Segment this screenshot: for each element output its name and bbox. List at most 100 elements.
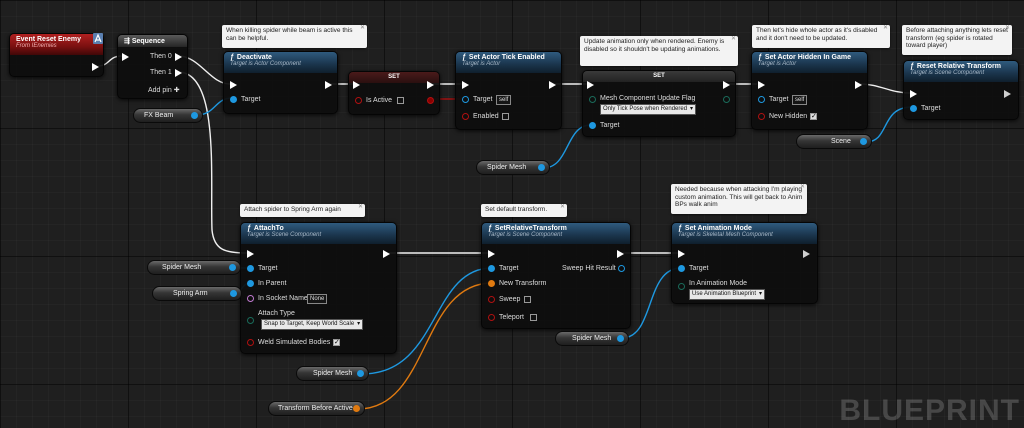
close-icon[interactable]: ✕ [359, 25, 365, 31]
exec-in-pin[interactable] [678, 250, 685, 258]
close-icon[interactable]: ✕ [357, 204, 363, 210]
exec-in-pin[interactable] [353, 81, 360, 89]
spider-mesh-pin[interactable] [617, 335, 624, 342]
then0-pin[interactable] [175, 53, 182, 61]
close-icon[interactable]: ✕ [799, 184, 805, 190]
spider-mesh-pin[interactable] [538, 164, 545, 171]
teleport-checkbox[interactable] [530, 314, 537, 321]
spider-mesh-variable[interactable]: Spider Mesh [147, 260, 241, 275]
is-active-pin[interactable] [355, 97, 362, 104]
in-parent-pin[interactable] [247, 280, 254, 287]
anim-mode-dropdown[interactable]: Use Animation Blueprint [689, 289, 766, 300]
set-is-active-node[interactable]: SET Is Active [348, 71, 440, 115]
target-pin[interactable] [758, 96, 765, 103]
attach-type-dropdown[interactable]: Snap to Target, Keep World Scale [261, 319, 364, 330]
event-reset-enemy-node[interactable]: Event Reset Enemy From IEnemies [9, 33, 104, 77]
then1-pin[interactable] [175, 69, 182, 77]
exec-out-pin[interactable] [427, 81, 434, 89]
new-hidden-checkbox[interactable] [810, 112, 817, 120]
spider-mesh-variable[interactable]: Spider Mesh [476, 160, 550, 175]
hidden-comment[interactable]: Then let's hide whole actor as it's disa… [752, 25, 890, 48]
anim-mode-pin[interactable] [678, 283, 685, 290]
target-pin[interactable] [910, 105, 917, 112]
close-icon[interactable]: ✕ [559, 204, 565, 210]
new-hidden-pin[interactable] [758, 113, 765, 120]
is-active-out-pin[interactable] [427, 97, 434, 104]
fx-beam-variable[interactable]: FX Beam [133, 108, 203, 123]
exec-out-pin[interactable] [383, 250, 390, 258]
sequence-node[interactable]: ⇶ Sequence Then 0 Then 1 Add pin ✚ [117, 34, 188, 99]
spider-mesh-pin[interactable] [229, 264, 236, 271]
exec-out-pin[interactable] [723, 81, 730, 89]
set-mesh-update-flag-node[interactable]: SET Mesh Component Update Flag Only Tick… [582, 70, 736, 137]
attach-comment[interactable]: Attach spider to Spring Arm again ✕ [240, 204, 365, 217]
anim-comment[interactable]: Needed because when attacking I'm playin… [671, 184, 807, 214]
weld-pin[interactable] [247, 339, 254, 346]
target-pin[interactable] [589, 122, 596, 129]
transform-before-active-pin[interactable] [353, 405, 360, 412]
target-pin[interactable] [462, 96, 469, 103]
transform-before-active-variable[interactable]: Transform Before Active [268, 401, 365, 416]
attach-type-pin[interactable] [247, 317, 254, 324]
add-pin-button[interactable]: Add pin ✚ [148, 86, 180, 94]
close-icon[interactable]: ✕ [882, 25, 888, 31]
exec-in-pin[interactable] [247, 250, 254, 258]
exec-in-pin[interactable] [910, 90, 917, 98]
target-pin[interactable] [230, 96, 237, 103]
exec-out-pin[interactable] [92, 63, 99, 71]
exec-in-pin[interactable] [462, 81, 469, 89]
scene-variable[interactable]: Scene [796, 134, 872, 149]
spider-mesh-variable[interactable]: Spider Mesh [555, 331, 629, 346]
target-pin[interactable] [488, 265, 495, 272]
mesh-update-comment[interactable]: Update animation only when rendered. Ene… [580, 36, 738, 66]
flag-dropdown[interactable]: Only Tick Pose when Rendered [600, 104, 697, 115]
sweep-pin[interactable] [488, 296, 495, 303]
close-icon[interactable]: ✕ [730, 36, 736, 42]
exec-in-pin[interactable] [122, 53, 129, 61]
exec-out-pin[interactable] [855, 81, 862, 89]
spring-arm-pin[interactable] [230, 290, 237, 297]
exec-in-pin[interactable] [758, 81, 765, 89]
target-pin[interactable] [678, 265, 685, 272]
exec-out-pin[interactable] [549, 81, 556, 89]
scene-pin[interactable] [860, 138, 867, 145]
fx-beam-pin[interactable] [191, 112, 198, 119]
teleport-pin[interactable] [488, 314, 495, 321]
exec-out-pin[interactable] [803, 250, 810, 258]
is-active-checkbox[interactable] [397, 97, 404, 104]
relative-comment[interactable]: Set default transform. ✕ [481, 204, 567, 217]
sweep-hit-result-pin[interactable] [618, 265, 625, 272]
weld-checkbox[interactable] [333, 338, 340, 346]
exec-out-pin[interactable] [1004, 90, 1011, 98]
flag-pin[interactable] [589, 96, 596, 103]
exec-out-pin[interactable] [325, 81, 332, 89]
close-icon[interactable]: ✕ [1004, 25, 1010, 31]
enabled-pin[interactable] [462, 113, 469, 120]
exec-in-pin[interactable] [587, 81, 594, 89]
spring-arm-variable[interactable]: Spring Arm [152, 286, 242, 301]
reset-comment[interactable]: Before attaching anything lets reset tra… [902, 25, 1012, 55]
self-field[interactable]: self [792, 95, 808, 105]
socket-name-field[interactable]: None [307, 294, 328, 304]
enabled-checkbox[interactable] [502, 113, 509, 120]
add-pin-label: Add pin [148, 87, 172, 94]
deactivate-comment[interactable]: When killing spider while beam is active… [222, 25, 367, 48]
exec-in-pin[interactable] [488, 250, 495, 258]
target-pin[interactable] [247, 265, 254, 272]
spider-mesh-pin[interactable] [357, 370, 364, 377]
exec-out-pin[interactable] [617, 250, 624, 258]
flag-out-pin[interactable] [723, 96, 730, 103]
sweep-checkbox[interactable] [524, 296, 531, 303]
spider-mesh-variable[interactable]: Spider Mesh [296, 366, 369, 381]
socket-name-pin[interactable] [247, 295, 254, 302]
new-transform-pin[interactable] [488, 280, 495, 287]
exec-in-pin[interactable] [230, 81, 237, 89]
self-field[interactable]: self [496, 95, 512, 105]
